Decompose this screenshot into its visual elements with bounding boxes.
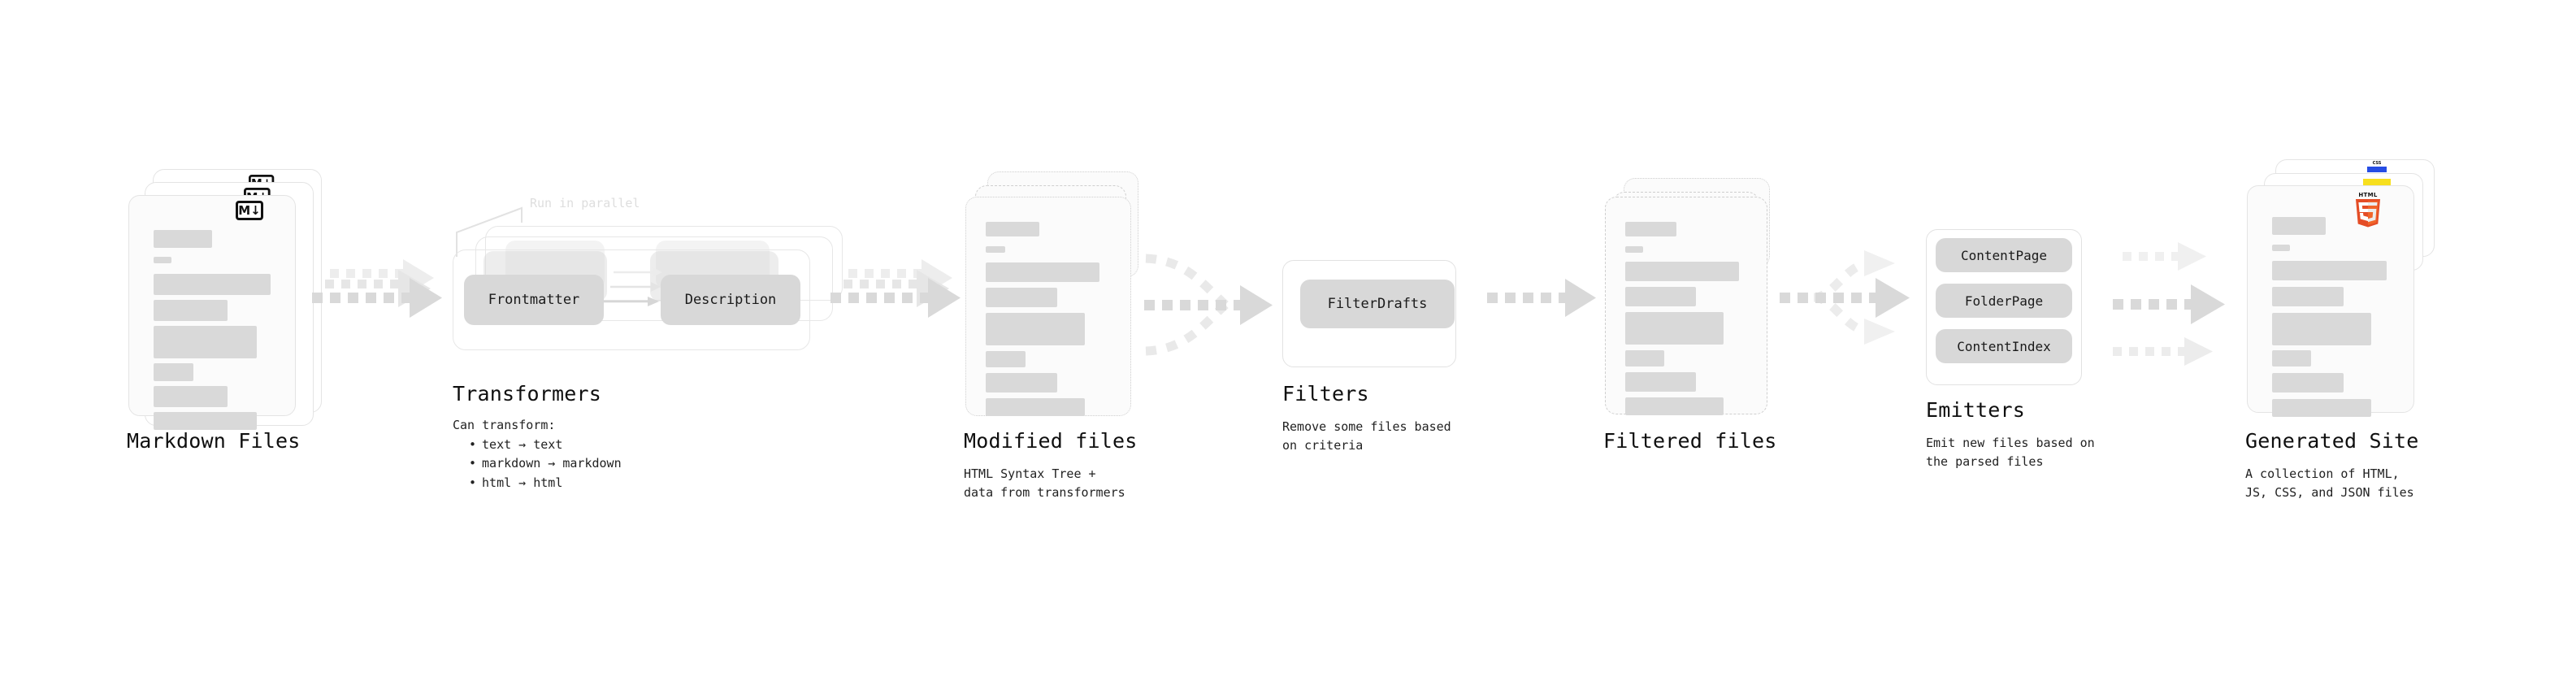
- filter-pill-filterdrafts[interactable]: FilterDrafts: [1300, 280, 1455, 328]
- skeleton-line: [2272, 217, 2326, 235]
- list-item: text → text: [469, 436, 622, 454]
- skeleton-line: [1625, 397, 1724, 415]
- modified-card-front: [965, 197, 1131, 416]
- html5-icon: HTML: [2354, 192, 2382, 228]
- stage-title-transformers: Transformers: [453, 382, 602, 406]
- arrow-filters-to-filtered: [1487, 279, 1596, 317]
- skeleton-line: [154, 300, 228, 321]
- skeleton-line: [1625, 262, 1739, 281]
- skeleton-line: [2272, 287, 2344, 306]
- skeleton-line: [1625, 312, 1724, 345]
- skeleton-line: [986, 246, 1005, 253]
- skeleton-line: [2272, 350, 2311, 367]
- parallel-bracket: [456, 206, 523, 257]
- filter-pill-filterdrafts-label: FilterDrafts: [1327, 296, 1428, 312]
- skeleton-line: [1625, 246, 1643, 253]
- transformer-pill-description: Description: [661, 275, 800, 325]
- skeleton-line: [2272, 261, 2387, 280]
- emitters-subtitle: Emit new files based on the parsed files: [1926, 436, 2095, 469]
- skeleton-line: [2272, 373, 2344, 393]
- skeleton-line: [986, 351, 1026, 367]
- skeleton-line: [154, 230, 212, 248]
- skeleton-line: [2272, 313, 2371, 345]
- skeleton-line: [2272, 399, 2371, 417]
- skeleton-line: [154, 326, 257, 358]
- skeleton-line: [154, 363, 193, 381]
- filtered-card-front: [1605, 197, 1767, 415]
- skeleton-line: [2272, 245, 2290, 251]
- html5-icon-label: HTML: [2358, 192, 2378, 198]
- skeleton-line: [1625, 222, 1676, 236]
- emitter-pill-folderpage-label: FolderPage: [1964, 293, 2044, 309]
- skeleton-line: [1625, 350, 1664, 367]
- markdown-icon-glyph: M↓: [238, 202, 261, 218]
- markdown-icon: M↓: [236, 201, 263, 220]
- transformer-inner-arrows: [604, 267, 662, 306]
- skeleton-line: [154, 386, 228, 407]
- skeleton-line: [154, 412, 257, 430]
- stage-title-emitters: Emitters: [1926, 398, 2026, 422]
- list-item: html → html: [469, 474, 622, 492]
- skeleton-line: [986, 373, 1057, 393]
- emitter-pill-folderpage[interactable]: FolderPage: [1936, 284, 2072, 318]
- list-item: markdown → markdown: [469, 454, 622, 473]
- modified-files-subtitle: HTML Syntax Tree + data from transformer…: [964, 466, 1125, 500]
- emitter-pill-contentindex[interactable]: ContentIndex: [1936, 329, 2072, 363]
- skeleton-line: [986, 222, 1039, 236]
- css-badge: CSS: [2367, 161, 2387, 172]
- transformer-group-front: [453, 249, 810, 350]
- skeleton-line: [986, 313, 1085, 345]
- skeleton-line: [1625, 287, 1696, 306]
- arrow-markdown-to-transformers: [312, 259, 442, 318]
- stage-title-filters: Filters: [1282, 382, 1369, 406]
- arrow-transformers-to-modified: [830, 259, 961, 318]
- skeleton-line: [1625, 372, 1696, 392]
- generated-site-subtitle: A collection of HTML, JS, CSS, and JSON …: [2245, 466, 2414, 500]
- stage-title-generated-site: Generated Site: [2245, 429, 2419, 453]
- emitter-pill-contentpage[interactable]: ContentPage: [1936, 238, 2072, 272]
- arrow-emitters-to-site: [2113, 242, 2225, 366]
- transformers-list-intro: Can transform:: [453, 418, 556, 432]
- markdown-card-front: [128, 195, 296, 430]
- filters-subtitle: Remove some files based on criteria: [1282, 419, 1451, 453]
- arrow-modified-to-filters: [1144, 254, 1273, 356]
- stage-title-modified-files: Modified files: [964, 429, 1138, 453]
- skeleton-line: [986, 288, 1057, 307]
- run-in-parallel-note: Run in parallel: [530, 196, 640, 210]
- css-badge-label: CSS: [2372, 161, 2382, 166]
- arrow-filtered-to-emitters: [1780, 250, 1910, 345]
- skeleton-line: [986, 262, 1099, 282]
- transformer-pill-frontmatter: Frontmatter: [464, 275, 604, 325]
- site-card-front: [2247, 185, 2414, 417]
- transformer-pill-description-label: Description: [684, 292, 777, 308]
- emitter-pill-contentindex-label: ContentIndex: [1957, 338, 2051, 354]
- skeleton-line: [986, 398, 1085, 416]
- stage-title-markdown-files: Markdown Files: [127, 429, 301, 453]
- transformers-list: text → text markdown → markdown html → h…: [455, 436, 622, 492]
- transformer-pill-frontmatter-label: Frontmatter: [488, 292, 580, 308]
- skeleton-line: [154, 274, 271, 295]
- stage-title-filtered-files: Filtered files: [1603, 429, 1777, 453]
- emitter-pill-contentpage-label: ContentPage: [1961, 247, 2047, 263]
- skeleton-line: [154, 257, 171, 263]
